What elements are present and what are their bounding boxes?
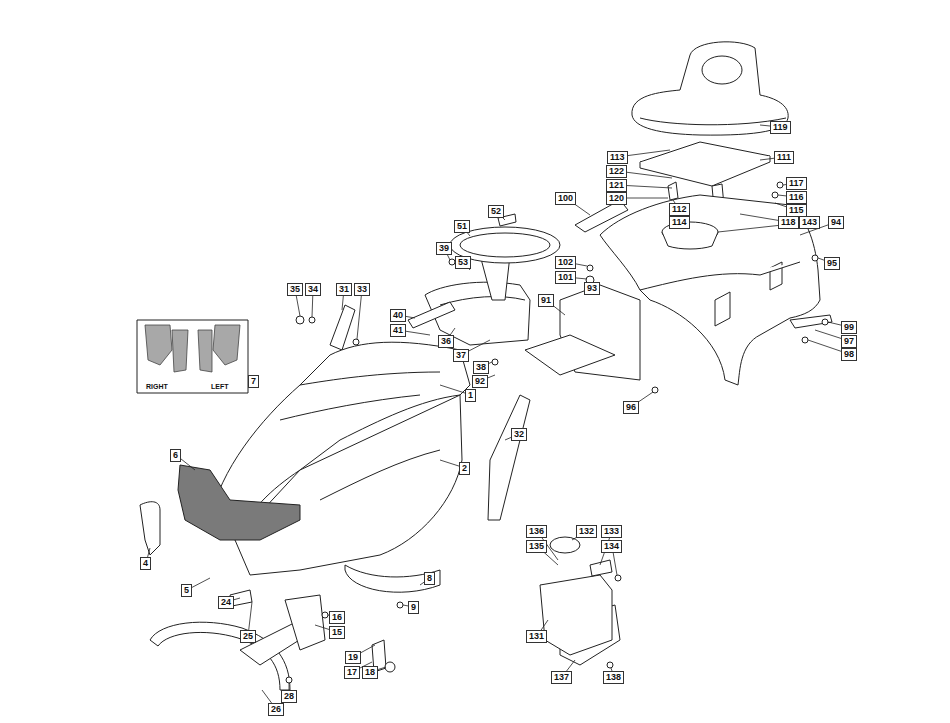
callout-number: 91: [538, 294, 554, 307]
callout-number: 100: [555, 192, 576, 205]
callout-number: 9: [408, 601, 419, 614]
callout-number: 135: [526, 540, 547, 553]
callout-number: 1: [465, 389, 476, 402]
callout-number: 131: [526, 630, 547, 643]
callout-number: 114: [669, 216, 690, 229]
callout-number: 36: [438, 335, 454, 348]
callout-number: 38: [473, 361, 489, 374]
callout-number: 7: [248, 375, 259, 388]
callout-number: 2: [459, 462, 470, 475]
callout-number: 122: [606, 165, 627, 178]
callout-number: 37: [453, 349, 469, 362]
callout-number: 24: [218, 596, 234, 609]
callout-number: 133: [601, 525, 622, 538]
callout-number: 117: [786, 177, 807, 190]
callout-number: 137: [551, 671, 572, 684]
callout-number: 17: [344, 666, 360, 679]
callout-number: 52: [488, 205, 504, 218]
callout-number: 111: [774, 151, 794, 164]
callout-number: 26: [268, 703, 284, 716]
callout-number: 34: [305, 283, 321, 296]
callout-number: 18: [362, 666, 378, 679]
callout-number: 92: [472, 375, 488, 388]
callout-number: 132: [576, 525, 597, 538]
callout-number: 119: [770, 121, 791, 134]
callout-number: 116: [786, 191, 807, 204]
callout-number: 99: [841, 321, 857, 334]
callout-number: 53: [455, 256, 471, 269]
side-label: LEFT: [211, 382, 229, 391]
callout-number: 96: [623, 401, 639, 414]
callout-number: 40: [390, 309, 406, 322]
callout-number: 121: [606, 179, 627, 192]
side-label: RIGHT: [146, 382, 168, 391]
callout-number: 15: [329, 626, 345, 639]
callout-number: 31: [336, 283, 352, 296]
callout-number: 134: [601, 540, 622, 553]
callout-number: 32: [511, 428, 527, 441]
callout-number: 51: [454, 220, 470, 233]
callout-number: 136: [526, 525, 547, 538]
callout-number: 25: [240, 630, 256, 643]
callout-number: 35: [287, 283, 303, 296]
callout-number: 113: [607, 151, 628, 164]
callout-number: 98: [841, 348, 857, 361]
callout-number: 93: [584, 282, 600, 295]
callout-number: 143: [799, 216, 820, 229]
callout-number: 41: [390, 324, 406, 337]
callout-number: 120: [606, 192, 627, 205]
callout-number: 102: [555, 256, 576, 269]
callout-number: 16: [329, 611, 345, 624]
callout-number: 4: [140, 557, 151, 570]
callout-number: 33: [354, 283, 370, 296]
callout-number: 39: [436, 242, 452, 255]
callout-number: 5: [181, 584, 192, 597]
callout-number: 101: [555, 271, 576, 284]
callout-number: 6: [170, 449, 181, 462]
callout-number: 8: [424, 572, 435, 585]
callout-number: 97: [841, 335, 857, 348]
callout-number: 28: [281, 690, 297, 703]
callout-number: 19: [345, 651, 361, 664]
callout-number: 95: [824, 257, 840, 270]
callout-number: 118: [778, 216, 799, 229]
callout-number: 94: [828, 216, 844, 229]
callout-number: 138: [603, 671, 624, 684]
callout-number: 112: [669, 203, 690, 216]
